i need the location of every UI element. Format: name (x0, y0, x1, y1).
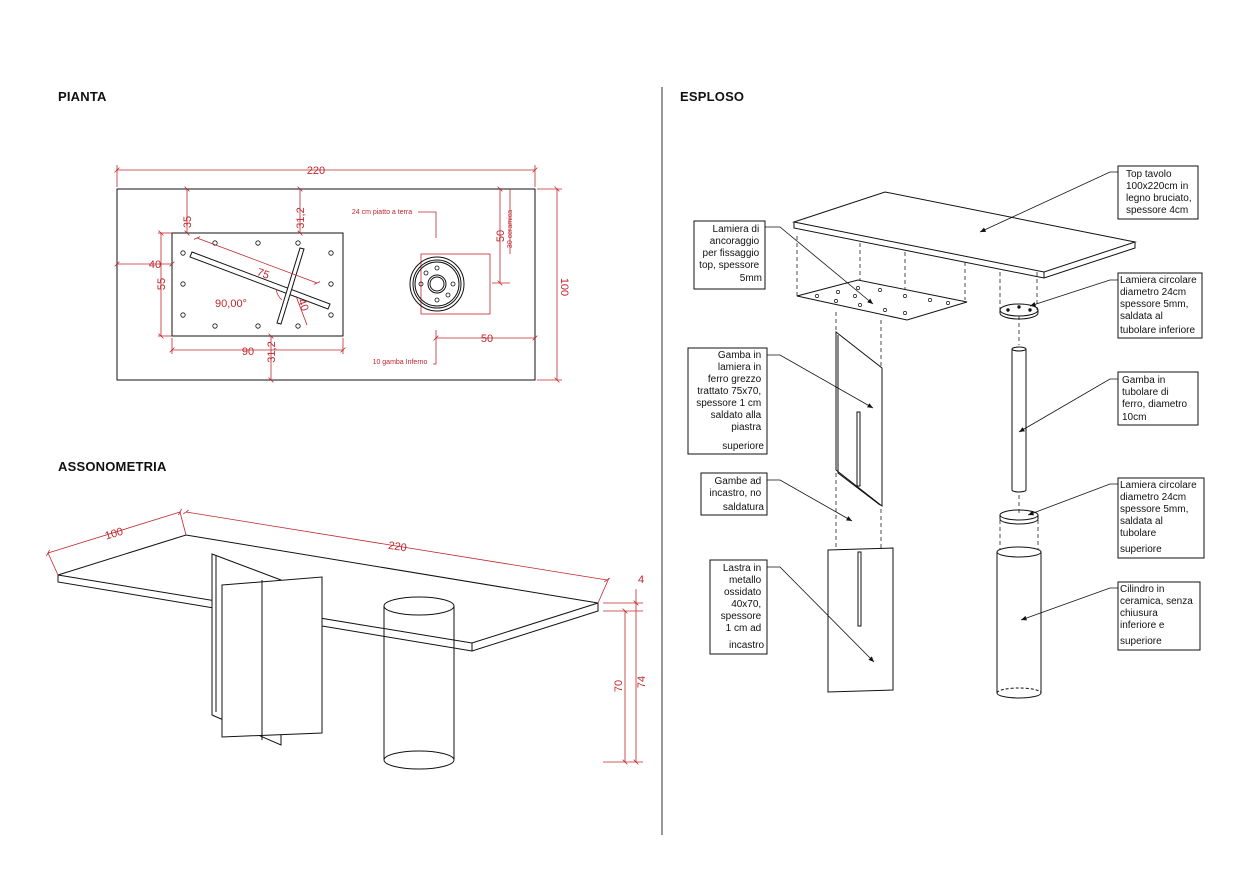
axo-cross-legs (211, 553, 323, 746)
label-gamba-lamiera: Gamba in lamiera in ferro grezzo trattat… (696, 350, 764, 452)
axo-dim-100: 100 (104, 526, 125, 543)
exp-circular-plate-bottom (999, 509, 1039, 525)
dim-100: 100 (558, 278, 570, 296)
dim-50-horizontal: 50 (481, 333, 493, 345)
label-lastra: Lastra in metallo ossidato 40x70, spesso… (721, 563, 765, 651)
axo-dim-220: 220 (387, 540, 407, 555)
axo-cylinder (383, 596, 455, 770)
exp-anchor-plate (796, 279, 968, 321)
title-pianta: PIANTA (58, 89, 107, 104)
exp-ceramic-cylinder (996, 546, 1042, 699)
title-assonometria: ASSONOMETRIA (58, 459, 167, 474)
axo-dim-4: 4 (638, 574, 644, 586)
dim-40-blade: 40 (295, 297, 310, 313)
assonometria-view: 100 220 4 70 74 (46, 508, 648, 770)
plate-holes (180, 240, 334, 329)
exp-leaders (765, 171, 1118, 663)
label-cilindro: Cilindro in ceramica, senza chiusura inf… (1120, 584, 1196, 647)
table-top-outline (116, 188, 536, 381)
dim-35: 35 (182, 216, 194, 228)
dim-55: 55 (156, 278, 168, 290)
exp-top-slab (792, 191, 1137, 279)
exp-label-boxes (687, 165, 1205, 655)
dim-31-2-top: 31,2 (295, 207, 307, 228)
esploso-view: Top tavolo 100x220cm in legno bruciato, … (687, 165, 1205, 699)
exp-bottom-slab (827, 547, 894, 693)
label-top-tavolo: Top tavolo 100x220cm in legno bruciato, … (1126, 169, 1194, 216)
exp-guides (796, 236, 1039, 550)
axo-table-top (57, 534, 599, 652)
label-lamiera-circolare-sup: Lamiera circolare diametro 24cm spessore… (1120, 275, 1199, 336)
label-gamba-tubolare: Gamba in tubolare di ferro, diametro 10c… (1122, 375, 1190, 423)
dim-50-vertical: 50 (495, 230, 507, 242)
dim-angle: 90,00° (215, 298, 247, 310)
title-esploso: ESPLOSO (680, 89, 745, 104)
pianta-plan: 220 100 35 31,2 40 55 75 90,00° 40 90 31… (114, 165, 570, 383)
axo-dimension-lines (46, 508, 643, 765)
note-gamba: 10 gamba Inferno (373, 359, 428, 366)
exp-tube (1011, 346, 1027, 493)
axo-dim-70: 70 (613, 680, 625, 692)
cross-blades (189, 247, 331, 325)
note-piatto: 24 cm piatto a terra (352, 209, 412, 216)
label-lamiera-circolare-inf: Lamiera circolare diametro 24cm spessore… (1120, 480, 1199, 555)
plan-dimension-lines (114, 165, 562, 383)
dim-220: 220 (307, 165, 325, 177)
label-gambe-incastro: Gambe ad incastro, no saldatura (710, 476, 765, 513)
exp-circular-plate-top (999, 303, 1039, 320)
dim-90: 90 (242, 346, 254, 358)
round-leg-plan (409, 253, 491, 315)
axo-dim-74: 74 (636, 676, 648, 688)
angle-arc (275, 288, 283, 301)
dim-75: 75 (255, 266, 271, 281)
anchor-plate-outline (171, 232, 344, 337)
dim-40-left: 40 (149, 259, 161, 271)
label-lamiera-ancoraggio: Lamiera di ancoraggio per fissaggio top,… (699, 224, 762, 284)
note-ceramica: 30 ceramica (507, 210, 514, 248)
dim-31-2-bottom: 31,2 (266, 341, 278, 362)
exp-blade-leg (835, 330, 883, 508)
